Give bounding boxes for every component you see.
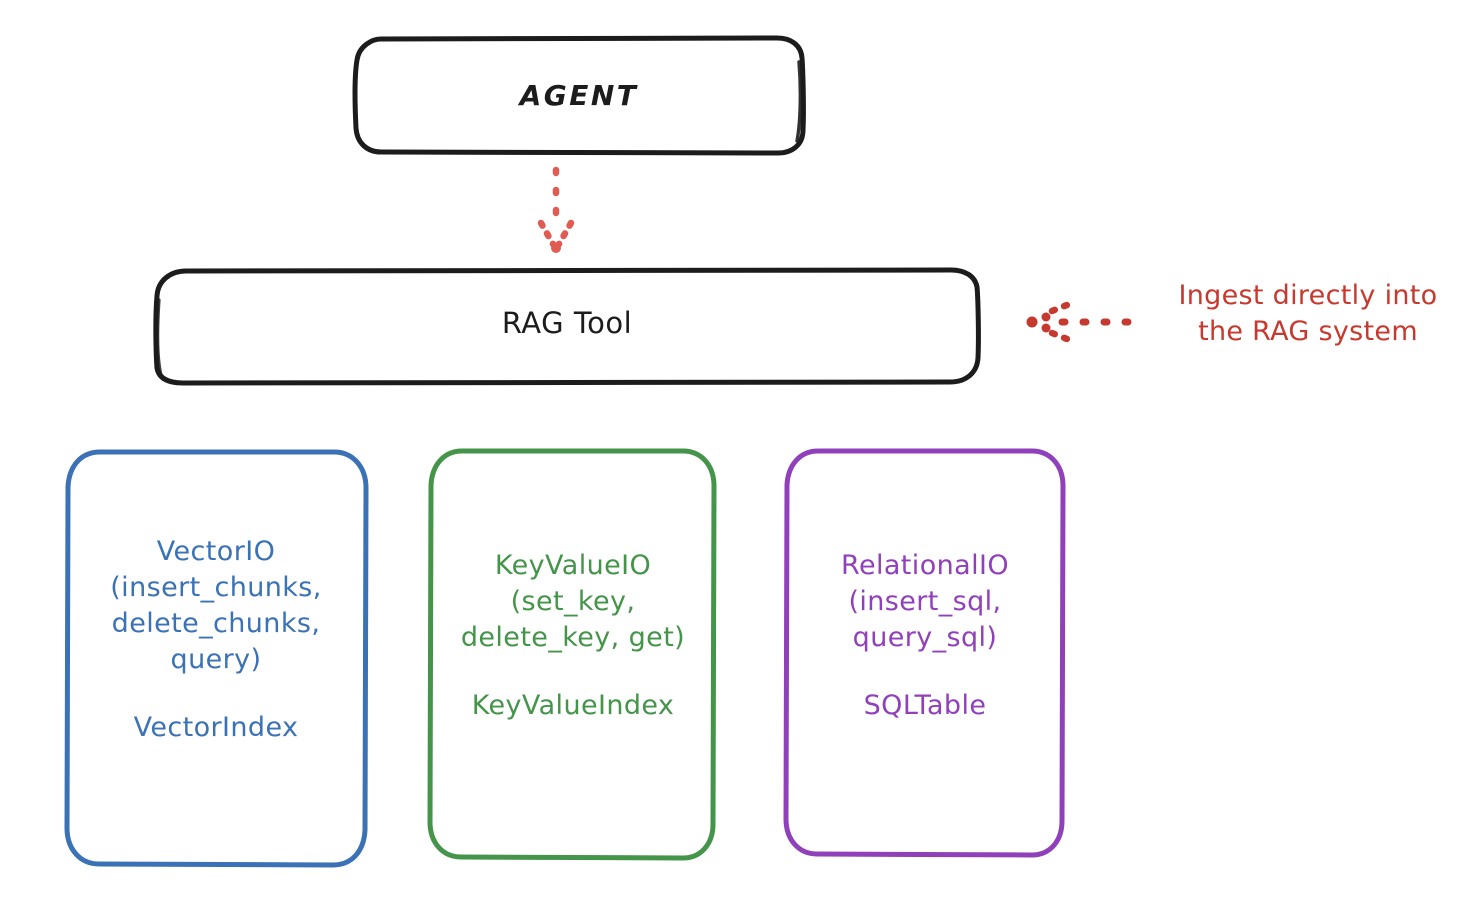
agent-to-rag-tool-connector: [537, 166, 575, 253]
agent-box[interactable]: [352, 35, 806, 156]
ingest-note-label: Ingest directly into the RAG system: [1178, 280, 1438, 347]
relational-io-api-label: RelationalIO (insert_sql, query_sql): [841, 550, 1009, 653]
relational-io-box[interactable]: [783, 448, 1066, 858]
vector-io-box[interactable]: [64, 449, 369, 868]
key-value-io-api-label: KeyValueIO (set_key, delete_key, get): [460, 550, 686, 653]
vector-io-api-label: VectorIO (insert_chunks, delete_chunks, …: [110, 536, 322, 675]
rag-tool-box-sketch-overstroke: [156, 298, 163, 377]
ingest-note-connector: [1026, 299, 1132, 345]
key-value-io-index-label: KeyValueIndex: [471, 689, 675, 721]
vector-io-block: VectorIO (insert_chunks, delete_chunks, …: [68, 534, 364, 743]
relational-io-block: RelationalIO (insert_sql, query_sql) SQL…: [788, 548, 1062, 721]
key-value-io-block: KeyValueIO (set_key, delete_key, get) Ke…: [432, 548, 714, 721]
key-value-io-box[interactable]: [427, 448, 717, 861]
relational-io-index-label: SQLTable: [863, 689, 987, 721]
vector-io-index-label: VectorIndex: [133, 711, 299, 743]
rag-tool-box[interactable]: [153, 267, 981, 386]
agent-box-sketch-overstroke: [795, 60, 803, 143]
